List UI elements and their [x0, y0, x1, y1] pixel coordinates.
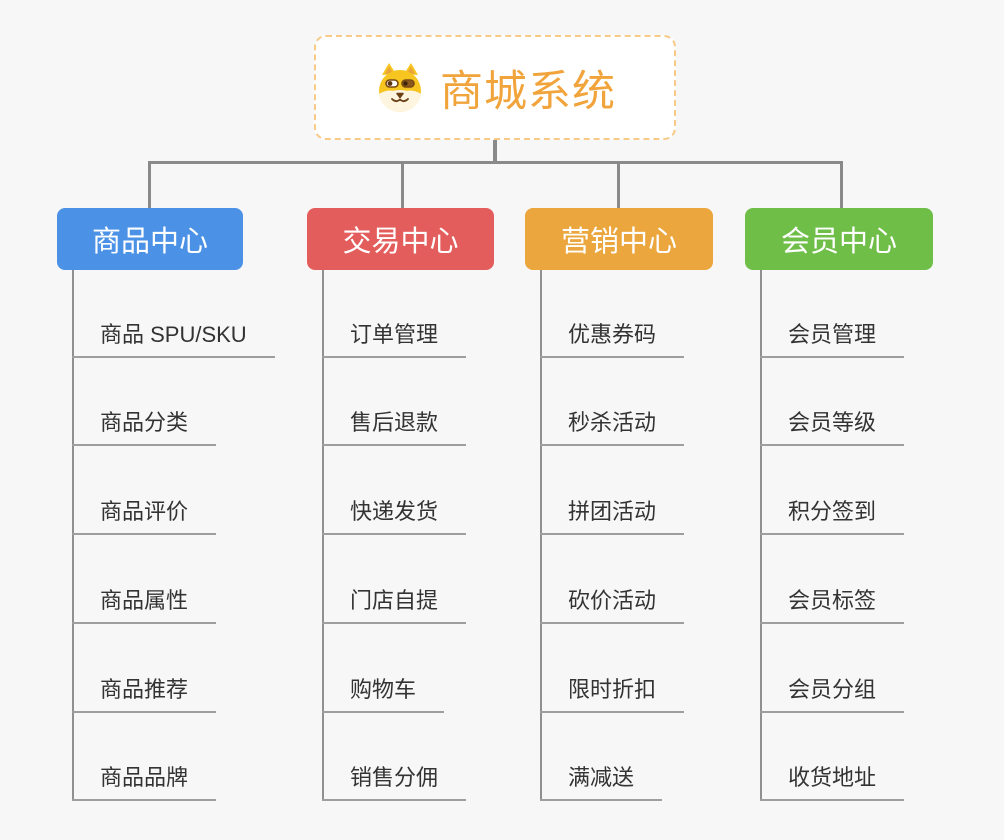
child-node[interactable]: 门店自提	[322, 588, 467, 624]
child-node[interactable]: 销售分佣	[322, 765, 467, 801]
child-node[interactable]: 订单管理	[322, 322, 467, 358]
children-spine-product	[72, 270, 74, 801]
child-node[interactable]: 快递发货	[322, 499, 467, 535]
branch-node-product-center[interactable]: 商品中心	[57, 208, 243, 270]
child-node[interactable]: 限时折扣	[540, 677, 685, 713]
child-node[interactable]: 会员分组	[760, 677, 905, 713]
connector-drop-member	[840, 161, 843, 209]
root-title: 商城系统	[440, 67, 616, 116]
child-node[interactable]: 商品属性	[72, 588, 217, 624]
child-node[interactable]: 秒杀活动	[540, 410, 685, 446]
child-node[interactable]: 会员标签	[760, 588, 905, 624]
child-node[interactable]: 售后退款	[322, 410, 467, 446]
shiba-dog-icon	[374, 61, 426, 115]
branch-node-trade-center[interactable]: 交易中心	[307, 208, 494, 270]
connector-drop-product	[148, 161, 151, 209]
branch-node-member-center[interactable]: 会员中心	[745, 208, 933, 270]
root-node[interactable]: 商城系统	[314, 35, 676, 140]
connector-horizontal-bar	[148, 161, 843, 164]
child-node[interactable]: 商品推荐	[72, 677, 217, 713]
children-spine-member	[760, 270, 762, 801]
child-node[interactable]: 砍价活动	[540, 588, 685, 624]
child-node[interactable]: 购物车	[322, 677, 445, 713]
child-node[interactable]: 优惠券码	[540, 322, 685, 358]
connector-root-stem	[493, 140, 497, 163]
child-node[interactable]: 会员等级	[760, 410, 905, 446]
child-node[interactable]: 收货地址	[760, 765, 905, 801]
connector-drop-marketing	[617, 161, 620, 209]
child-node[interactable]: 商品评价	[72, 499, 217, 535]
child-node[interactable]: 拼团活动	[540, 499, 685, 535]
branch-node-marketing-center[interactable]: 营销中心	[525, 208, 713, 270]
connector-drop-trade	[401, 161, 404, 209]
child-node[interactable]: 商品分类	[72, 410, 217, 446]
children-spine-trade	[322, 270, 324, 801]
child-node[interactable]: 满减送	[540, 765, 663, 801]
child-node[interactable]: 商品 SPU/SKU	[72, 322, 275, 358]
child-node[interactable]: 积分签到	[760, 499, 905, 535]
child-node[interactable]: 会员管理	[760, 322, 905, 358]
children-spine-marketing	[540, 270, 542, 801]
child-node[interactable]: 商品品牌	[72, 765, 217, 801]
